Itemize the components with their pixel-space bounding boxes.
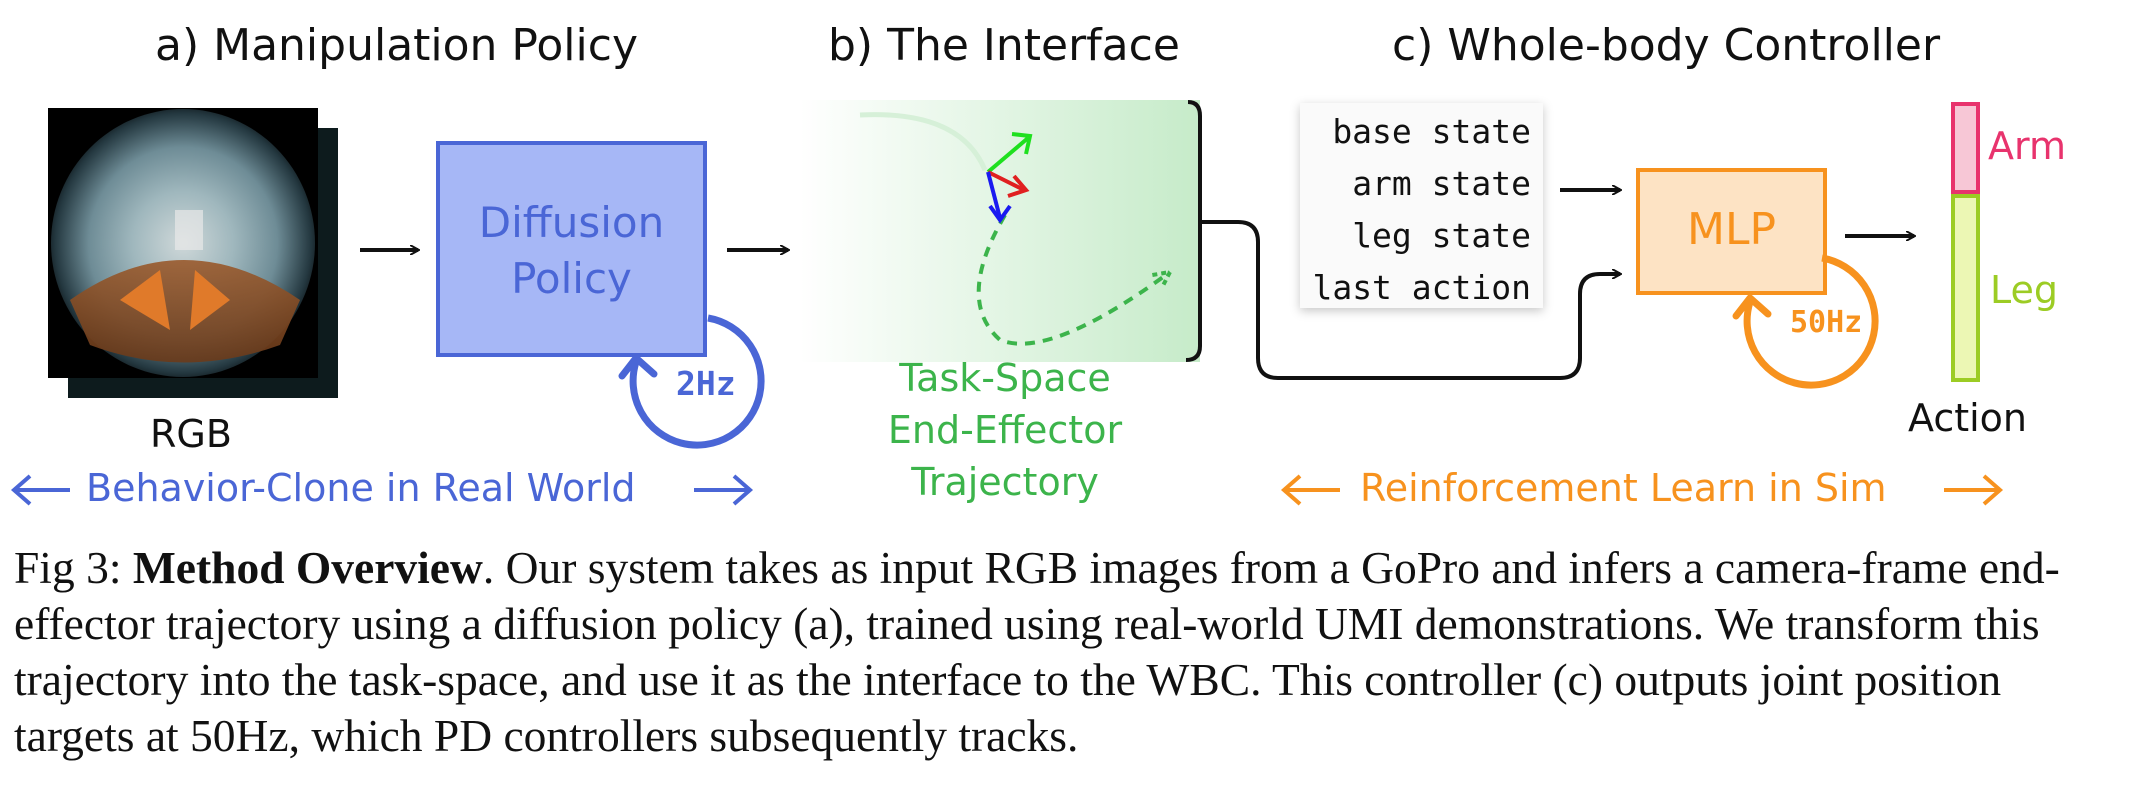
mlp-label: MLP — [1686, 204, 1776, 255]
gripper-left — [120, 270, 170, 330]
action-arm-bar — [1951, 102, 1980, 194]
bc-range-arrows — [10, 474, 754, 506]
state-last-action: last action — [1312, 268, 1531, 307]
mlp-loop-arc — [1743, 254, 1879, 389]
state-arm: arm state — [1352, 164, 1531, 203]
fisheye-window — [175, 210, 203, 250]
rl-range-arrows — [1280, 474, 2004, 506]
diffusion-policy-label: Diffusion Policy — [438, 195, 705, 307]
future-trajectory — [976, 213, 1170, 346]
figure-graphics — [10, 100, 2004, 506]
rgb-label: RGB — [150, 412, 232, 456]
mlp-rate: 50Hz — [1790, 305, 1863, 340]
trajectory-label-line2: End-Effector — [887, 408, 1123, 452]
rgb-image-stack — [48, 108, 338, 398]
caption-prefix: Fig 3: — [14, 542, 133, 593]
mlp-loop-arrowhead — [1732, 294, 1772, 320]
diffusion-policy-box — [436, 141, 707, 357]
past-trajectory — [859, 112, 988, 171]
trajectory-label-line3: Trajectory — [911, 460, 1099, 504]
title-whole-body-controller: c) Whole-body Controller — [1392, 20, 1941, 71]
state-leg: leg state — [1352, 216, 1531, 255]
connector-interface-to-mlp — [1202, 220, 1620, 380]
caption-text: . Our system takes as input RGB images f… — [14, 542, 2060, 761]
caption-bold: Method Overview — [132, 542, 483, 593]
policy-loop-arc — [629, 314, 765, 449]
action-arm-label: Arm — [1988, 124, 2066, 168]
action-label: Action — [1908, 396, 2028, 440]
end-effector-frame — [986, 132, 1033, 224]
state-box — [1300, 103, 1543, 308]
fisheye-floor — [70, 260, 300, 363]
policy-loop-arrowhead — [618, 354, 658, 380]
title-interface: b) The Interface — [828, 20, 1180, 71]
bc-label: Behavior-Clone in Real World — [86, 466, 636, 510]
action-leg-label: Leg — [1990, 268, 2059, 312]
rl-label: Reinforcement Learn in Sim — [1360, 466, 1887, 510]
state-list: base state arm state leg state last acti… — [1300, 106, 1543, 314]
state-base: base state — [1332, 112, 1531, 151]
diffusion-policy-line2: Policy — [511, 254, 632, 303]
interface-panel — [800, 100, 1200, 362]
trajectory-label-line1: Task-Space — [899, 356, 1111, 400]
method-overview-figure: a) Manipulation Policy b) The Interface … — [10, 20, 2066, 510]
gripper-right — [190, 270, 230, 330]
interface-bracket — [1185, 100, 1202, 362]
action-leg-bar — [1951, 194, 1980, 382]
trajectory-label: Task-Space End-Effector Trajectory — [840, 352, 1170, 508]
diffusion-policy-line1: Diffusion — [478, 198, 665, 247]
figure-caption: Fig 3: Method Overview. Our system takes… — [14, 540, 2129, 764]
policy-rate: 2Hz — [676, 364, 736, 403]
mlp-box — [1636, 168, 1827, 295]
title-manipulation-policy: a) Manipulation Policy — [155, 20, 638, 71]
